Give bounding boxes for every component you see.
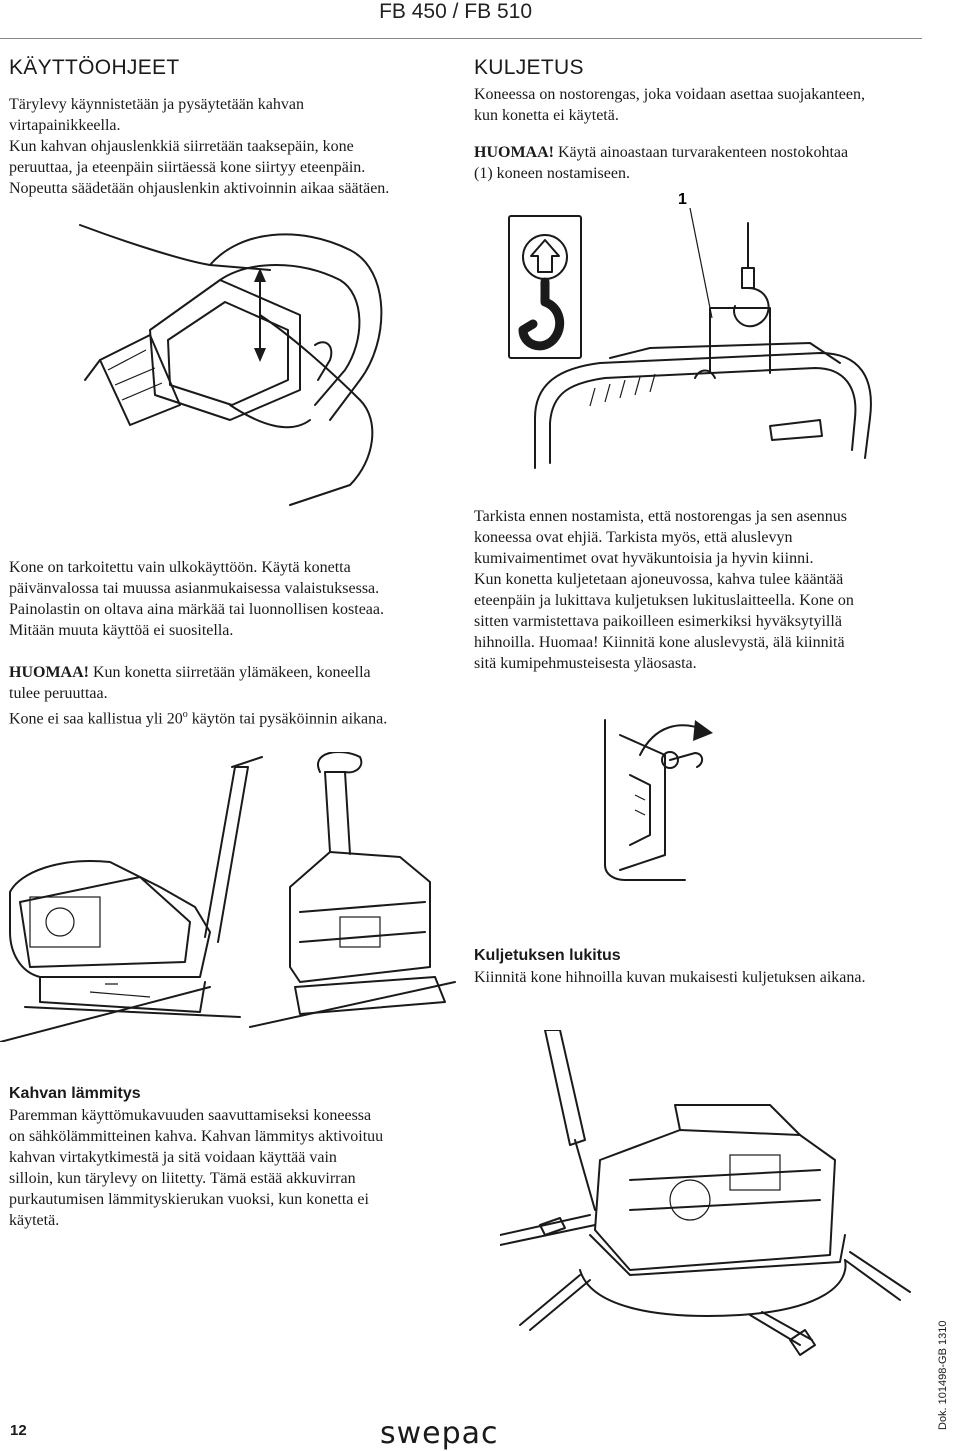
text-line: Koneessa on nostorengas, joka voidaan as… xyxy=(474,86,865,103)
handle-heating-body: Paremman käyttömukavuuden saavuttamiseks… xyxy=(9,1105,449,1231)
text-line: kumivaimentimet ovat hyväkuntoisia ja hy… xyxy=(474,550,814,567)
figure-transport-lock xyxy=(595,715,725,890)
text-line: tulee peruuttaa. xyxy=(9,685,108,702)
text-line: Kun kahvan ohjauslenkkiä siirretään taak… xyxy=(9,138,354,155)
note-label: HUOMAA! xyxy=(9,664,89,681)
text-line: Tarkista ennen nostamista, että nostoren… xyxy=(474,508,847,525)
text-line: kun konetta ei käytetä. xyxy=(474,107,619,124)
section-handle-heating: Kahvan lämmitys Paremman käyttömukavuude… xyxy=(9,1085,449,1231)
header-rule xyxy=(0,38,922,39)
document-reference: Dok. 101498-GB 1310 xyxy=(937,1320,949,1430)
text-line: Tärylevy käynnistetään ja pysäytetään ka… xyxy=(9,96,304,113)
swepac-logo: swepac xyxy=(380,1416,499,1451)
section-usage: Kone on tarkoitettu vain ulkokäyttöön. K… xyxy=(9,557,469,729)
text-line: käytetä. xyxy=(9,1212,60,1229)
figure-lifting-hook: 1 xyxy=(530,188,890,493)
document-header-title: FB 450 / FB 510 xyxy=(379,0,532,23)
kuljetus-note: HUOMAA! Käytä ainoastaan turvarakenteen … xyxy=(474,142,934,163)
callout-1: 1 xyxy=(678,191,687,208)
slope-warning: Kone ei saa kallistua yli 20o käytön tai… xyxy=(9,709,388,728)
text-line: eteenpäin ja lukittava kuljetuksen lukit… xyxy=(474,592,854,609)
kuljetus-body: Koneessa on nostorengas, joka voidaan as… xyxy=(474,84,934,184)
handle-heating-title: Kahvan lämmitys xyxy=(9,1085,141,1102)
usage-note: HUOMAA! Kun konetta siirretään ylämäkeen… xyxy=(9,662,469,683)
note-text: Kun konetta siirretään ylämäkeen, koneel… xyxy=(88,664,371,681)
page-number: 12 xyxy=(10,1422,27,1439)
degree-sup: o xyxy=(182,709,188,720)
text-line: koneessa ovat ehjiä. Tarkista myös, että… xyxy=(474,529,793,546)
text-line: sitä kumipehmusteisesta yläosasta. xyxy=(474,655,697,672)
figure-lifting-symbol xyxy=(505,212,585,367)
kayttoohjeet-body: Tärylevy käynnistetään ja pysäytetään ka… xyxy=(9,94,449,199)
text-line: virtapainikkeella. xyxy=(9,117,121,134)
section-kuljetus: KULJETUS Koneessa on nostorengas, joka v… xyxy=(474,56,934,184)
text-line: hihnoilla. Huomaa! Kiinnitä kone aluslev… xyxy=(474,634,845,651)
figure-handle-operation xyxy=(60,220,400,515)
text-line: Kun konetta kuljetetaan ajoneuvossa, kah… xyxy=(474,571,844,588)
section-title-kuljetus: KULJETUS xyxy=(474,56,584,79)
text-line: Mitään muuta käyttöä ei suositella. xyxy=(9,622,234,639)
note-label: HUOMAA! xyxy=(474,144,554,161)
figure-strapped-machine xyxy=(499,1029,920,1375)
section-title-kayttoohjeet: KÄYTTÖOHJEET xyxy=(9,56,180,79)
text-line: sitten varmistettava paikoilleen esimerk… xyxy=(474,613,842,630)
note-text: Käytä ainoastaan turvarakenteen nostokoh… xyxy=(553,144,849,161)
text-line: (1) koneen nostamiseen. xyxy=(474,165,630,182)
transport-lock-text: Kiinnitä kone hihnoilla kuvan mukaisesti… xyxy=(474,969,866,986)
text-line: päivänvalossa tai muussa asianmukaisessa… xyxy=(9,580,380,597)
text-line: silloin, kun tärylevy on liitetty. Tämä … xyxy=(9,1170,356,1187)
transport-lock-title: Kuljetuksen lukitus xyxy=(474,947,621,964)
text-line: Painolastin on oltava aina märkää tai lu… xyxy=(9,601,385,618)
text-line: purkautumisen lämmityskierukan vuoksi, k… xyxy=(9,1191,369,1208)
text-line: Nopeutta säädetään ohjauslenkin aktivoin… xyxy=(9,180,390,197)
text-line: Paremman käyttömukavuuden saavuttamiseks… xyxy=(9,1107,372,1124)
text-line: on sähkölämmitteinen kahva. Kahvan lämmi… xyxy=(9,1128,384,1145)
text-line: kahvan virtakytkimestä ja sitä voidaan k… xyxy=(9,1149,337,1166)
section-transport-lock: Kuljetuksen lukitus Kiinnitä kone hihnoi… xyxy=(474,947,944,988)
figure-slope-machines xyxy=(0,751,460,1047)
text-line: Kone on tarkoitettu vain ulkokäyttöön. K… xyxy=(9,559,351,576)
text-line: peruuttaa, ja eteenpäin siirtäessä kone … xyxy=(9,159,366,176)
section-check: Tarkista ennen nostamista, että nostoren… xyxy=(474,506,944,674)
section-kayttoohjeet: KÄYTTÖOHJEET Tärylevy käynnistetään ja p… xyxy=(9,56,449,199)
